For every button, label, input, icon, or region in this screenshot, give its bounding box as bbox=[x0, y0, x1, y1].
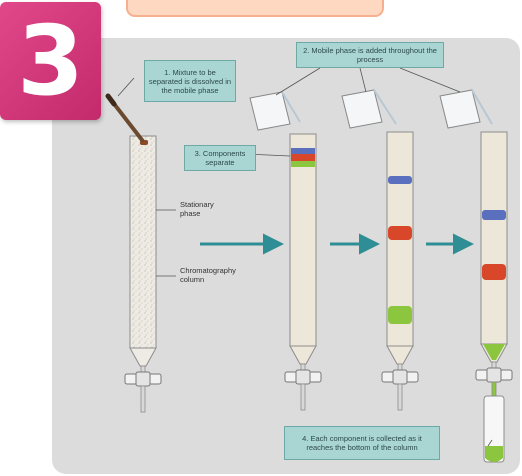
band-blue bbox=[388, 176, 412, 184]
callout-components: 3. Components separate bbox=[184, 145, 256, 171]
column-1 bbox=[124, 135, 162, 413]
beaker-icon bbox=[341, 89, 397, 129]
stationary-phase-label: Stationary phase bbox=[180, 200, 214, 218]
band-red bbox=[388, 226, 412, 240]
callout-mixture: 1. Mixture to be separated is dissolved … bbox=[144, 60, 236, 102]
column-3 bbox=[381, 131, 419, 411]
band-red bbox=[482, 264, 506, 280]
band-green bbox=[291, 161, 315, 167]
callout-collected: 4. Each component is collected as it rea… bbox=[284, 426, 440, 460]
dropper-icon bbox=[105, 93, 144, 142]
band-blue bbox=[482, 210, 506, 220]
band-green bbox=[388, 306, 412, 324]
column-4 bbox=[475, 131, 513, 463]
top-banner-strip bbox=[126, 0, 384, 17]
band-blue bbox=[291, 148, 315, 154]
column-2 bbox=[284, 133, 322, 411]
band-red bbox=[291, 154, 315, 161]
beaker-icon bbox=[249, 91, 301, 131]
beaker-icon bbox=[439, 89, 493, 129]
step-number-badge: 3 bbox=[0, 2, 101, 120]
leader-lines bbox=[117, 67, 493, 447]
band-green bbox=[483, 344, 505, 360]
chromatography-column-label: Chromatography column bbox=[180, 266, 236, 284]
callout-mobile-phase: 2. Mobile phase is added throughout the … bbox=[296, 42, 444, 68]
